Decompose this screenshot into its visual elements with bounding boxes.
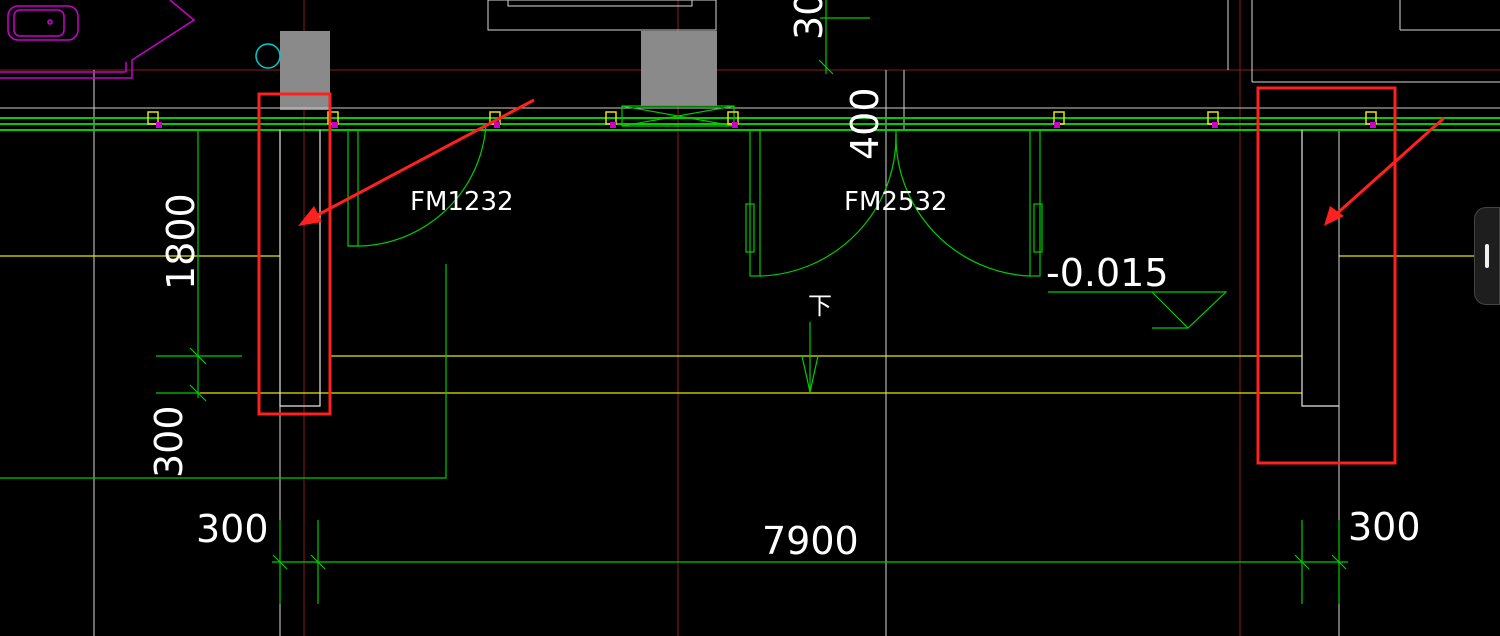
dim-300-left-vertical: 300 (147, 405, 191, 478)
grid-bubble (255, 43, 281, 69)
door-label-fm2532: FM2532 (844, 187, 948, 217)
column-outlines (279, 130, 1339, 407)
scroll-handle-grip (1485, 244, 1489, 268)
scroll-handle-icon[interactable] (1474, 207, 1500, 305)
arrow-left-shaft (311, 98, 535, 220)
door-fm1232 (347, 123, 487, 247)
door-label-fm1232: FM1232 (410, 187, 514, 217)
dim-300-bottom-right: 300 (1348, 505, 1421, 549)
dim-7900: 7900 (762, 519, 859, 563)
dim-30-top: 30 (787, 0, 831, 40)
elevation-symbol (1048, 291, 1228, 329)
dim-400-top: 400 (843, 87, 887, 160)
highlight-box-right (1256, 86, 1397, 465)
column-middle (641, 31, 717, 106)
step-down-label: 下 (808, 292, 832, 320)
dimension-lines (156, 0, 1348, 604)
highlight-box-left (257, 92, 332, 416)
room-outline (0, 264, 447, 479)
dim-300-bottom-left: 300 (196, 507, 269, 551)
arrow-left-head (298, 206, 322, 226)
arrow-right-shaft (1331, 116, 1445, 220)
window-frame (621, 105, 735, 127)
door-fm2532 (745, 129, 1043, 277)
dim-1800: 1800 (159, 193, 203, 290)
highlight-annotations (257, 86, 1445, 465)
column-left (280, 31, 330, 110)
arrow-right-head (1324, 206, 1344, 226)
yellow-lines (0, 255, 1500, 394)
wall-lines (0, 117, 1500, 131)
sanitary-fixture (0, 0, 196, 79)
step-down-arrow (801, 322, 819, 393)
wall-clips (147, 111, 1377, 128)
elevation-label: -0.015 (1046, 251, 1169, 295)
